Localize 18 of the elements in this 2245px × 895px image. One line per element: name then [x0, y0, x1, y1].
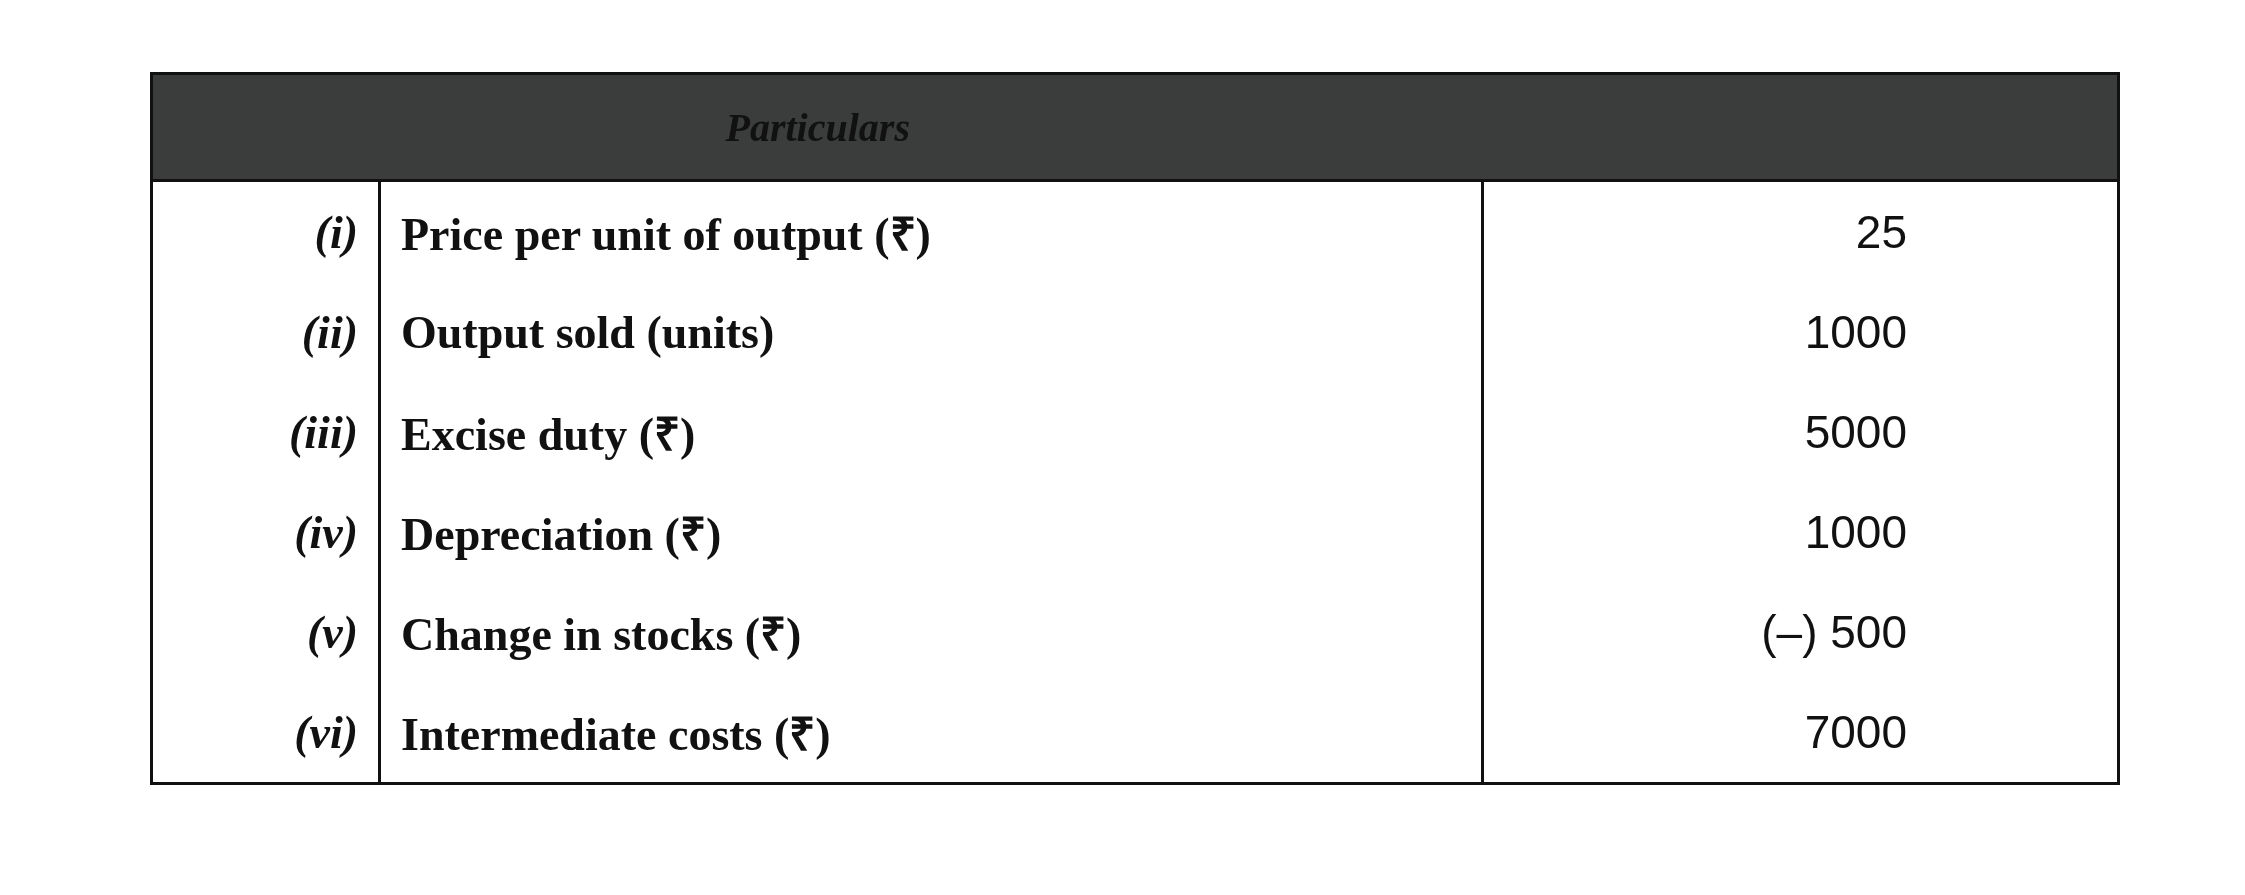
item-name: Intermediate costs (₹): [379, 682, 1483, 784]
item-name: Price per unit of output (₹): [379, 180, 1483, 282]
item-name: Depreciation (₹): [379, 482, 1483, 582]
item-value: 1000: [1482, 482, 2119, 582]
row-number: (iii): [151, 382, 380, 482]
item-name: Excise duty (₹): [379, 382, 1483, 482]
item-value: 25: [1482, 180, 2119, 282]
row-number: (iv): [151, 482, 380, 582]
item-value: 7000: [1482, 682, 2119, 784]
item-value: 1000: [1482, 282, 2119, 382]
row-number: (ii): [151, 282, 380, 382]
item-name: Output sold (units): [379, 282, 1483, 382]
row-number: (vi): [151, 682, 380, 784]
row-number: (v): [151, 582, 380, 682]
item-value: 5000: [1482, 382, 2119, 482]
item-name: Change in stocks (₹): [379, 582, 1483, 682]
item-value: (–) 500: [1482, 582, 2119, 682]
row-number: (i): [151, 180, 380, 282]
